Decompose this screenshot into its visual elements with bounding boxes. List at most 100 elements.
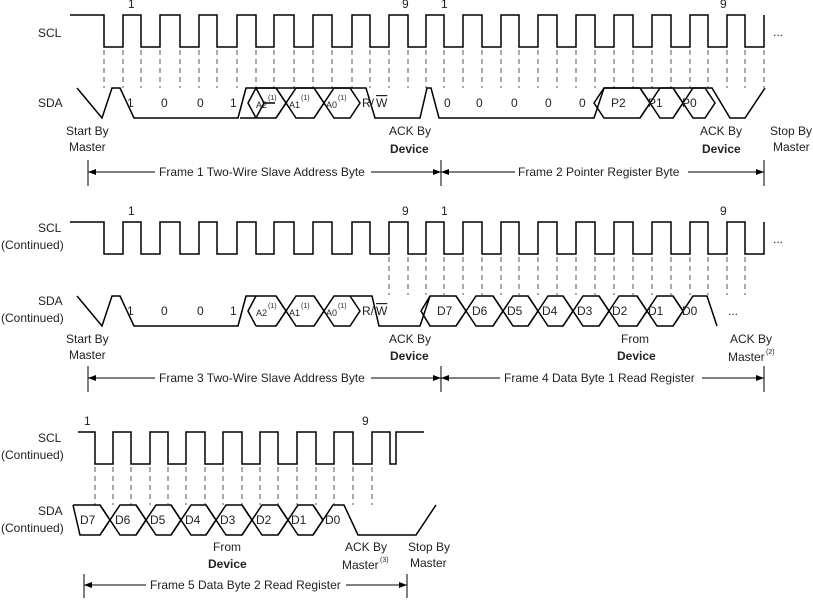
from-label: From — [621, 332, 649, 346]
clock-number-1: 1 — [128, 204, 135, 218]
from-label: From — [213, 540, 241, 554]
bit-read-write-r: R/ — [362, 304, 375, 318]
ack-by-label: ACK By — [700, 124, 742, 138]
bit-1: 1 — [127, 96, 134, 110]
frame-1-label: Frame 1 Two-Wire Slave Address Byte — [159, 165, 365, 179]
bit-0: 0 — [476, 96, 483, 110]
bit-0: 0 — [444, 96, 451, 110]
sda-continued-label: (Continued) — [1, 311, 64, 325]
bit-1: 1 — [230, 304, 237, 318]
scl-continued-label: (Continued) — [1, 238, 64, 252]
bit-a1: A1 — [289, 100, 300, 110]
bit-a2: A2 — [256, 100, 267, 110]
bit-read-write-r: R/ — [362, 96, 375, 110]
sda-bit-values: 1 0 0 1 A2 (1) A1 (1) A0 (1) R/ W 0 0 0 … — [127, 95, 697, 110]
ack-by-label: ACK By — [345, 540, 387, 554]
clock-number-9: 9 — [362, 414, 369, 428]
start-by-label: Start By — [66, 124, 109, 138]
ack-by-label: ACK By — [389, 332, 431, 346]
bit-d6: D6 — [115, 513, 131, 527]
sda-bit-values: D7 D6 D5 D4 D3 D2 D1 D0 — [80, 513, 341, 527]
master-label: Master — [773, 140, 810, 154]
note-1: (1) — [338, 303, 347, 310]
note-3: (3) — [380, 557, 389, 564]
sda-label: SDA — [38, 504, 63, 518]
scl-continued-label: (Continued) — [1, 448, 64, 462]
frame-4-label: Frame 4 Data Byte 1 Read Register — [504, 371, 695, 385]
ack-by-label: ACK By — [389, 124, 431, 138]
sda-label: SDA — [38, 294, 63, 308]
master-label: Master — [728, 350, 765, 364]
bit-a0: A0 — [326, 100, 337, 110]
annotations: Start By Master ACK By Device From Devic… — [66, 332, 775, 364]
bit-0: 0 — [161, 304, 168, 318]
clock-number-1: 1 — [128, 0, 135, 11]
frame-brackets — [87, 160, 765, 186]
sda-continued-label: (Continued) — [1, 521, 64, 535]
continuation-ellipsis: ... — [728, 304, 738, 318]
frame-5-label: Frame 5 Data Byte 2 Read Register — [150, 578, 341, 592]
note-1: (1) — [338, 95, 347, 102]
bit-1: 1 — [230, 96, 237, 110]
clock-number-1: 1 — [441, 204, 448, 218]
clock-number-1: 1 — [441, 0, 448, 11]
bit-d7: D7 — [437, 304, 453, 318]
master-label: Master — [69, 348, 106, 362]
clock-number-9: 9 — [402, 0, 409, 11]
bit-a0: A0 — [326, 308, 337, 318]
bit-read-write-w: W — [376, 96, 388, 110]
ack-by-label: ACK By — [730, 332, 772, 346]
frame-arrowheads — [88, 375, 764, 381]
frame-2-label: Frame 2 Pointer Register Byte — [518, 165, 680, 179]
scl-waveform — [70, 14, 765, 48]
note-1: (1) — [301, 303, 310, 310]
frame-arrowheads — [88, 169, 764, 175]
note-1: (1) — [268, 95, 277, 102]
frame-3-label: Frame 3 Two-Wire Slave Address Byte — [159, 371, 365, 385]
bit-0: 0 — [197, 96, 204, 110]
sda-label: SDA — [38, 96, 63, 110]
scl-label: SCL — [38, 26, 62, 40]
scl-waveform — [78, 431, 424, 465]
note-1: (1) — [301, 95, 310, 102]
bit-0: 0 — [579, 96, 586, 110]
sda-waveform — [76, 87, 766, 120]
bit-d1: D1 — [648, 304, 664, 318]
bit-0: 0 — [161, 96, 168, 110]
note-2: (2) — [766, 349, 775, 356]
bit-0: 0 — [545, 96, 552, 110]
bit-d6: D6 — [472, 304, 488, 318]
bit-read-write-w: W — [376, 304, 388, 318]
scl-label: SCL — [38, 221, 62, 235]
bit-d3: D3 — [220, 513, 236, 527]
stop-by-label: Stop By — [770, 124, 812, 138]
bit-d3: D3 — [577, 304, 593, 318]
stop-by-label: Stop By — [408, 540, 450, 554]
bit-d1: D1 — [291, 513, 307, 527]
section-1: SCL SDA 1 9 1 9 ... — [38, 0, 812, 186]
master-label: Master — [410, 556, 447, 570]
bit-d2: D2 — [256, 513, 272, 527]
bit-d5: D5 — [150, 513, 166, 527]
device-label: Device — [617, 349, 656, 363]
bit-p0: P0 — [682, 96, 697, 110]
device-label: Device — [208, 557, 247, 571]
sda-waveform — [76, 295, 718, 328]
master-label: Master — [342, 558, 379, 572]
clock-number-9: 9 — [720, 0, 727, 11]
bit-d4: D4 — [542, 304, 558, 318]
bit-d4: D4 — [185, 513, 201, 527]
bit-d2: D2 — [612, 304, 628, 318]
master-label: Master — [69, 140, 106, 154]
device-label: Device — [702, 142, 741, 156]
bit-p2: P2 — [611, 96, 626, 110]
device-label: Device — [390, 142, 429, 156]
bit-a1: A1 — [289, 308, 300, 318]
clock-guide-lines — [94, 467, 373, 505]
bit-0: 0 — [511, 96, 518, 110]
clock-number-9: 9 — [402, 204, 409, 218]
annotations: Start By Master ACK By Device ACK By Dev… — [66, 124, 812, 156]
continuation-ellipsis: ... — [773, 25, 783, 39]
clock-number-9: 9 — [720, 204, 727, 218]
